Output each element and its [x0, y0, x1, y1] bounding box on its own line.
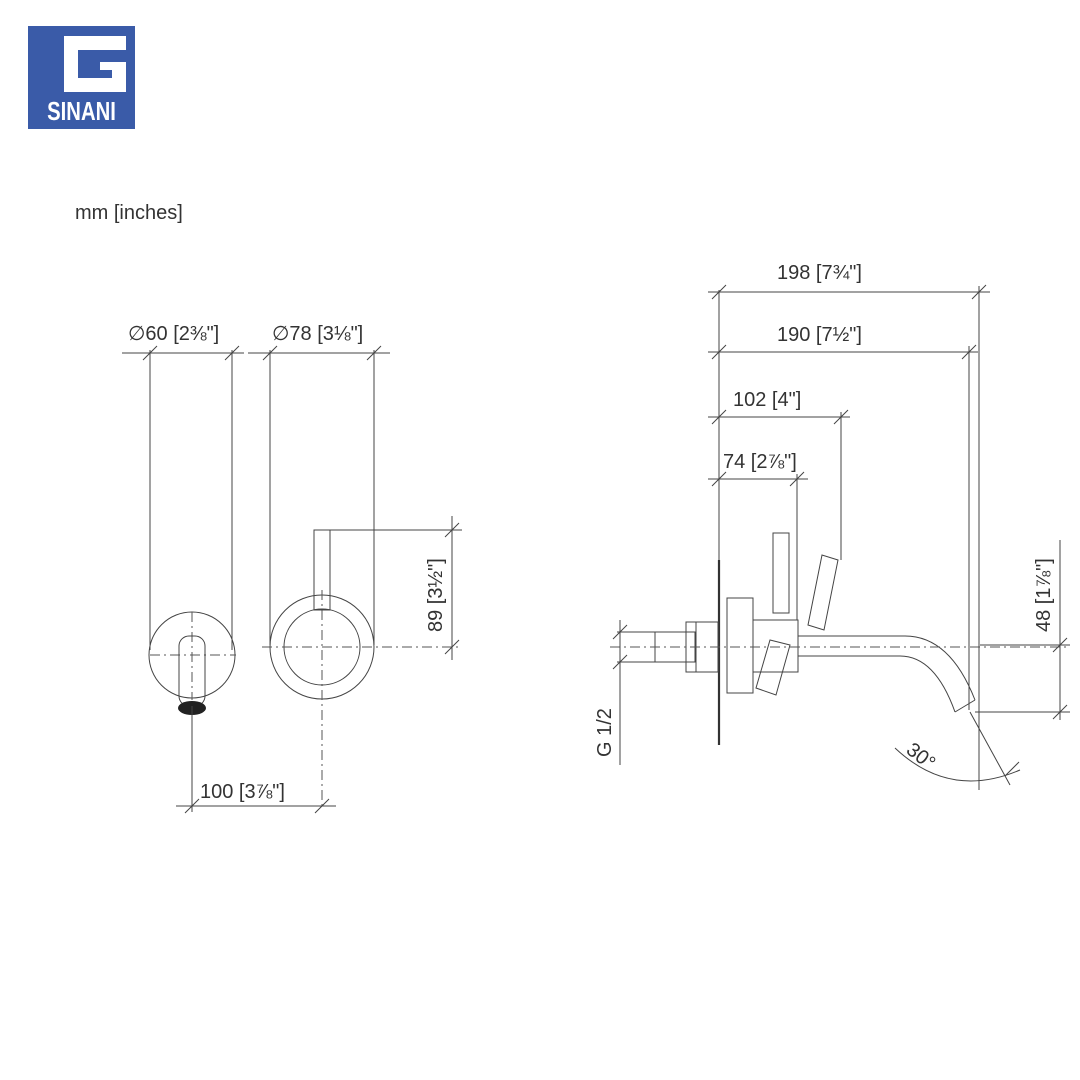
dim-74: 74 [2⅞"]	[723, 451, 797, 473]
logo-text: SINANI	[47, 96, 116, 126]
logo-mark-icon	[64, 36, 126, 92]
dim-102: 102 [4"]	[733, 389, 801, 411]
side-view	[610, 284, 1070, 790]
lever-rosette-view	[122, 345, 244, 715]
sinani-logo: SINANI	[28, 26, 135, 129]
dim-thread: G 1/2	[594, 708, 616, 757]
dim-100: 100 [3⅞"]	[200, 781, 285, 803]
units-label: mm [inches]	[75, 202, 183, 224]
dim-dia-78: ∅78 [3⅛"]	[272, 323, 363, 345]
dim-198: 198 [7¾"]	[777, 262, 862, 284]
handle-rosette-view	[176, 345, 462, 814]
dim-190: 190 [7½"]	[777, 324, 862, 346]
dim-89: 89 [3½"]	[425, 558, 447, 632]
dim-dia-60: ∅60 [2⅜"]	[128, 323, 219, 345]
dim-48: 48 [1⅞"]	[1033, 558, 1055, 632]
dim-angle: 30°	[902, 739, 939, 775]
